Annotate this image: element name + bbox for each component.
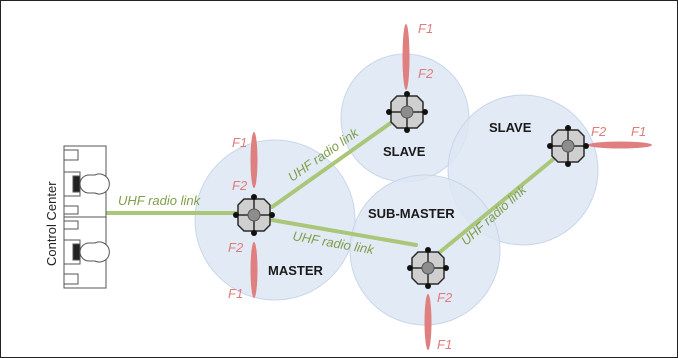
antenna-submaster — [424, 294, 432, 350]
radio-links — [101, 120, 558, 254]
link-label-cc-master: UHF radio link — [118, 193, 202, 208]
freq-slave-top-f2: F2 — [418, 66, 434, 81]
node-label-master: MASTER — [268, 263, 324, 278]
control-center-label: Control Center — [44, 181, 59, 266]
frequency-labels: F1 F2 F2 F1 F1 F2 F2 F1 F2 F1 — [228, 21, 646, 352]
link-master-slave — [270, 120, 394, 209]
freq-master-f1-bottom: F1 — [228, 286, 243, 301]
link-submaster-slave — [438, 155, 558, 254]
antenna-master-bottom — [250, 242, 258, 298]
node-label-slave-top: SLAVE — [383, 144, 426, 159]
freq-master-f2-bottom: F2 — [228, 240, 244, 255]
freq-slave-right-f1: F1 — [631, 124, 646, 139]
node-label-slave-right: SLAVE — [489, 120, 532, 135]
antenna-slave-top — [402, 24, 410, 90]
antenna-slave-right — [588, 141, 652, 149]
control-center-console-icon — [63, 145, 110, 289]
freq-submaster-f1: F1 — [437, 337, 452, 352]
antenna-master-top — [250, 132, 258, 188]
link-master-submaster — [270, 218, 418, 247]
freq-master-f2-top: F2 — [232, 178, 248, 193]
freq-slave-right-f2: F2 — [591, 124, 607, 139]
freq-master-f1-top: F1 — [232, 135, 247, 150]
antennas — [250, 24, 652, 350]
node-label-submaster: SUB-MASTER — [368, 206, 455, 221]
freq-submaster-f2: F2 — [437, 290, 453, 305]
freq-slave-top-f1: F1 — [418, 21, 433, 36]
